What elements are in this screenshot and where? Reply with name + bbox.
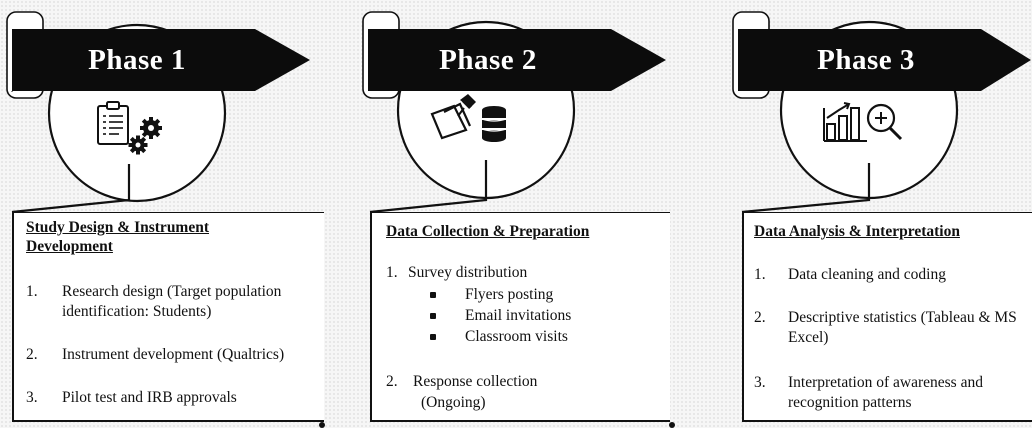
phase-1-graphic <box>6 11 325 428</box>
bullet-text: Classroom visits <box>465 328 568 345</box>
list-item: 1. Research design (Target population id… <box>26 282 321 324</box>
item-number: 3. <box>754 374 766 391</box>
phase-3-title: Phase 3 <box>817 43 915 76</box>
item-text: Research design (Target population ident… <box>62 283 282 320</box>
phase-3-graphic <box>732 11 1031 214</box>
phase-1-box: Study Design & Instrument Development 1.… <box>12 212 324 422</box>
item-text: Response collection <box>413 373 538 390</box>
item-text: Pilot test and IRB approvals <box>62 389 237 406</box>
list-item: 2. Descriptive statistics (Tableau & MS … <box>754 308 1032 350</box>
item-number: 2. <box>386 373 398 390</box>
list-item: 2. Instrument development (Qualtrics) <box>26 345 321 367</box>
bullet-item: Classroom visits <box>430 327 650 349</box>
phase-2-box: Data Collection & Preparation 1. Survey … <box>370 212 670 422</box>
item-number: 3. <box>26 389 38 406</box>
bullet-dot <box>430 313 436 319</box>
item-text: Instrument development (Qualtrics) <box>62 346 285 363</box>
bullet-item: Flyers posting <box>430 285 650 307</box>
list-item: 2. Response collection <box>386 372 666 394</box>
list-item: 1. Data cleaning and coding <box>754 265 1032 287</box>
bullet-item: Email invitations <box>430 306 650 328</box>
phase-2-heading: Data Collection & Preparation <box>386 223 590 240</box>
phase-2-title: Phase 2 <box>439 43 537 76</box>
phase-3: Phase 3 Data Analysis & Interpretation 1… <box>726 0 1032 428</box>
phase-1-title: Phase 1 <box>88 43 186 76</box>
bullet-dot <box>430 334 436 340</box>
list-item: 3. Pilot test and IRB approvals <box>26 388 321 410</box>
checklist-gears-icon <box>97 101 162 155</box>
phase-2: Phase 2 Data Collection & Preparation 1.… <box>356 0 686 428</box>
pushpin-notes-database-icon <box>430 94 507 142</box>
item-number: 1. <box>386 264 398 281</box>
phase-1: Phase 1 Study Design & Instrument Develo… <box>0 0 330 428</box>
item-number: 1. <box>754 266 766 283</box>
phase-3-box: Data Analysis & Interpretation 1. Data c… <box>742 212 1032 422</box>
item-text: Data cleaning and coding <box>788 266 946 283</box>
item-text: Descriptive statistics (Tableau & MS Exc… <box>788 309 1017 346</box>
list-item: 1. Survey distribution <box>386 263 666 285</box>
bullet-text: Email invitations <box>465 307 572 324</box>
list-item-subtext: (Ongoing) <box>421 394 486 411</box>
item-number: 1. <box>26 283 38 300</box>
item-text: Interpretation of awareness and recognit… <box>788 374 983 411</box>
item-number: 2. <box>754 309 766 326</box>
bar-chart-magnifier-icon <box>823 102 903 142</box>
phase-3-heading: Data Analysis & Interpretation <box>754 223 960 240</box>
bullet-text: Flyers posting <box>465 286 554 303</box>
bullet-dot <box>430 292 436 298</box>
item-number: 2. <box>26 346 38 363</box>
item-text: Survey distribution <box>408 264 528 281</box>
list-item: 3. Interpretation of awareness and recog… <box>754 373 1032 415</box>
phase-1-heading: Study Design & Instrument Development <box>26 219 210 255</box>
